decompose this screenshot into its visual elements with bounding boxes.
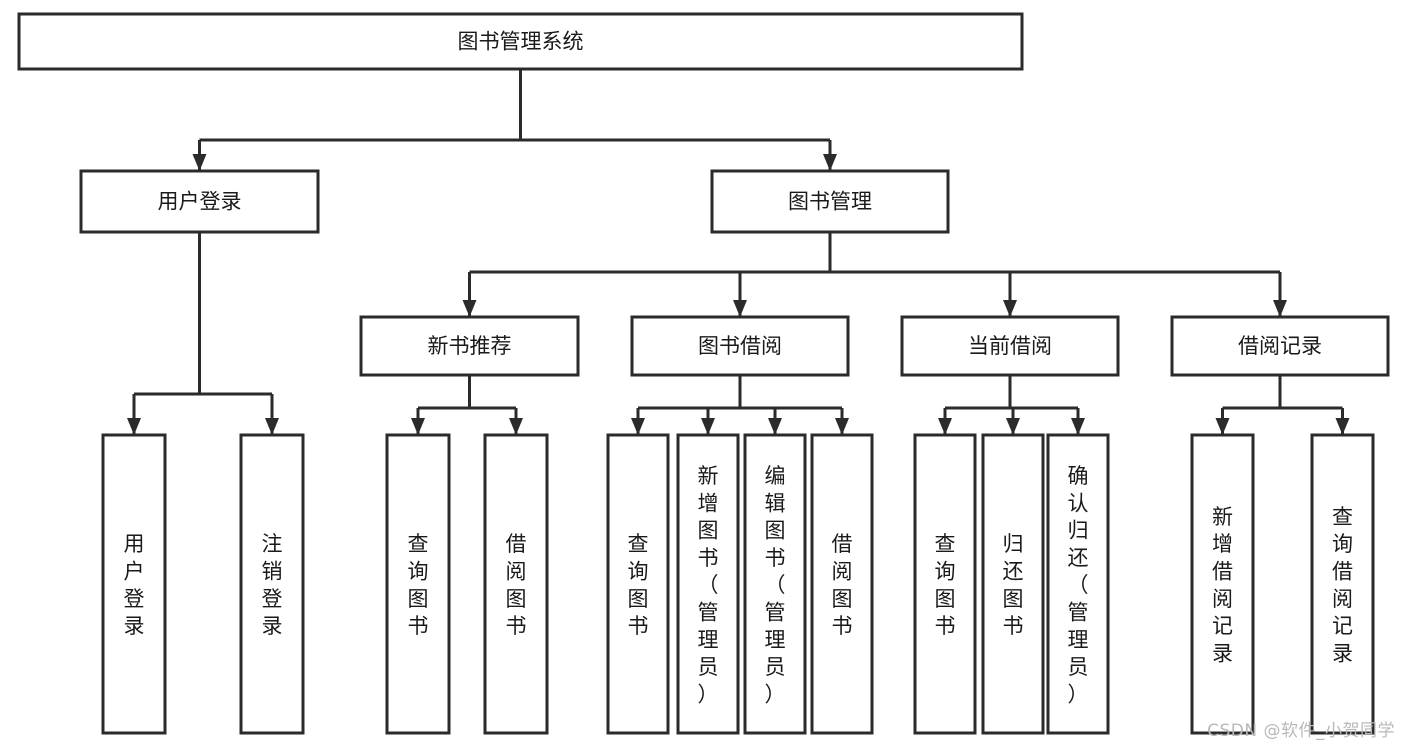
node-layer: 图书管理系统用户登录图书管理新书推荐图书借阅当前借阅借阅记录用户登录注销登录查询…: [17, 12, 1390, 735]
arrow-head-icon: [1003, 300, 1017, 317]
leaf-node-9[interactable]: 归还图书: [981, 433, 1045, 735]
node-label-vertical: 确认归还（管理员）: [1068, 464, 1089, 706]
node-label: 图书借阅: [698, 334, 782, 358]
arrow-head-icon: [1273, 300, 1287, 317]
leaf-node-8[interactable]: 查询图书: [913, 433, 977, 735]
arrow-head-icon: [835, 418, 849, 435]
arrow-head-icon: [192, 154, 207, 171]
node-label-vertical: 借阅图书: [832, 532, 853, 638]
root-node-book-management-system[interactable]: 图书管理系统: [17, 12, 1024, 71]
leaf-node-1[interactable]: 注销登录: [239, 433, 305, 735]
node-label-vertical: 查询图书: [628, 532, 649, 638]
arrow-head-icon: [631, 418, 645, 435]
arrow-head-icon: [1335, 418, 1350, 435]
node-label-vertical: 新增借阅记录: [1212, 505, 1233, 666]
arrow-head-icon: [768, 418, 782, 435]
node-label-vertical: 借阅图书: [506, 532, 527, 638]
level3-node-2[interactable]: 当前借阅: [900, 315, 1120, 377]
node-label-vertical: 归还图书: [1003, 532, 1024, 638]
node-label: 新书推荐: [428, 334, 512, 358]
node-label-vertical: 新增图书（管理员）: [698, 464, 719, 706]
level2-node-1[interactable]: 图书管理: [710, 169, 950, 234]
node-label: 当前借阅: [968, 334, 1052, 358]
level3-node-1[interactable]: 图书借阅: [630, 315, 850, 377]
arrow-head-icon: [701, 418, 715, 435]
node-label: 借阅记录: [1238, 334, 1322, 358]
arrow-head-icon: [265, 418, 279, 435]
node-label-vertical: 查询图书: [935, 532, 956, 638]
arrow-head-icon: [127, 418, 141, 435]
leaf-node-3[interactable]: 借阅图书: [483, 433, 549, 735]
arrow-head-icon: [1006, 418, 1020, 435]
level3-node-0[interactable]: 新书推荐: [359, 315, 580, 377]
connector-layer: [127, 69, 1350, 435]
leaf-node-12[interactable]: 查询借阅记录: [1310, 433, 1375, 735]
node-label-vertical: 用户登录: [124, 532, 145, 638]
node-label-vertical: 查询图书: [408, 532, 429, 638]
leaf-node-6[interactable]: 编辑图书（管理员）: [743, 433, 807, 735]
arrow-head-icon: [938, 418, 952, 435]
leaf-node-7[interactable]: 借阅图书: [810, 433, 874, 735]
level3-node-3[interactable]: 借阅记录: [1170, 315, 1390, 377]
arrow-head-icon: [1215, 418, 1230, 435]
csdn-watermark: CSDN @软件_小贺同学: [1207, 721, 1395, 741]
leaf-node-0[interactable]: 用户登录: [101, 433, 167, 735]
node-label: 图书管理: [788, 190, 872, 214]
node-label: 图书管理系统: [458, 30, 584, 54]
node-label: 用户登录: [158, 190, 242, 214]
leaf-node-5[interactable]: 新增图书（管理员）: [676, 433, 740, 735]
node-label-vertical: 编辑图书（管理员）: [765, 464, 786, 706]
arrow-head-icon: [823, 154, 837, 171]
leaf-node-2[interactable]: 查询图书: [385, 433, 451, 735]
arrow-head-icon: [462, 300, 477, 317]
leaf-node-10[interactable]: 确认归还（管理员）: [1046, 433, 1110, 735]
arrow-head-icon: [509, 418, 523, 435]
level2-node-0[interactable]: 用户登录: [79, 169, 320, 234]
leaf-node-11[interactable]: 新增借阅记录: [1190, 433, 1255, 735]
arrow-head-icon: [411, 418, 425, 435]
arrow-head-icon: [733, 300, 747, 317]
arrow-head-icon: [1071, 418, 1085, 435]
node-label-vertical: 查询借阅记录: [1332, 505, 1353, 666]
node-label-vertical: 注销登录: [262, 532, 283, 638]
leaf-node-4[interactable]: 查询图书: [606, 433, 670, 735]
